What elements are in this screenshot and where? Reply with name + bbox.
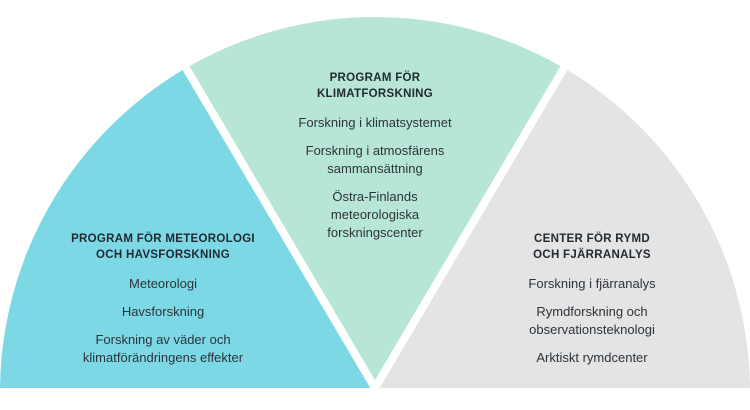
heading-line: OCH FJÄRRANALYS [533,249,651,261]
list-item: Östra-Finlands meteorologiska forsknings… [262,188,488,242]
separator-left [182,65,379,391]
item-line: meteorologiska [330,207,420,222]
climate-research-block: PROGRAM FÖR KLIMATFORSKNING Forskning i … [262,70,488,252]
list-item: Forskning av väder och klimatförändringe… [48,331,278,367]
sector-meteorology-ocean [0,68,375,388]
heading-line: PROGRAM FÖR [329,72,421,84]
list-item: Rymdforskning och observationsteknologi [487,303,697,339]
list-item: Forskning i atmosfärens sammansättning [262,142,488,178]
heading-line: CENTER FÖR RYMD [534,233,650,245]
heading-line: OCH HAVSFORSKNING [96,249,230,261]
item-line: Forskning av väder och [95,332,231,347]
item-line: klimatförändringens effekter [82,350,244,365]
item-line: Östra-Finlands [332,189,418,204]
list-item: Havsforskning [48,303,278,321]
sector-climate-research [186,17,564,388]
item-line: Forskning i atmosfärens [305,143,445,158]
heading-line: KLIMATFORSKNING [316,88,434,100]
bottom-edge [0,388,750,410]
list-item: Meteorologi [48,275,278,293]
item-line: Arktiskt rymdcenter [536,350,648,365]
heading-line: PROGRAM FÖR METEOROLOGI [71,233,255,245]
list-item: Arktiskt rymdcenter [487,349,697,367]
list-item: Forskning i fjärranalys [487,275,697,293]
item-line: Meteorologi [129,276,197,291]
space-remote-sensing-block: CENTER FÖR RYMD OCH FJÄRRANALYS Forsknin… [487,231,697,377]
item-line: Rymdforskning och [536,304,648,319]
sector-space-remote-sensing [375,68,750,388]
list-item: Forskning i klimatsystemet [262,114,488,132]
meteorology-ocean-heading: PROGRAM FÖR METEOROLOGI OCH HAVSFORSKNIN… [48,231,278,263]
climate-research-heading: PROGRAM FÖR KLIMATFORSKNING [262,70,488,102]
item-line: Havsforskning [121,304,205,319]
item-line: sammansättning [327,161,423,176]
space-remote-sensing-heading: CENTER FÖR RYMD OCH FJÄRRANALYS [487,231,697,263]
item-line: Forskning i fjärranalys [528,276,656,291]
meteorology-ocean-block: PROGRAM FÖR METEOROLOGI OCH HAVSFORSKNIN… [48,231,278,377]
item-line: forskningscenter [327,225,423,240]
item-line: Forskning i klimatsystemet [298,115,452,130]
item-line: observationsteknologi [529,322,655,337]
separator-right [371,65,568,391]
